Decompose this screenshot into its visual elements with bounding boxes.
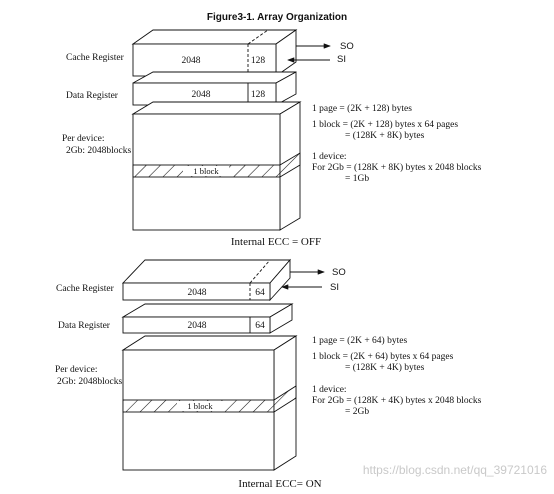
note-device-total: = 1Gb <box>345 174 369 184</box>
so-label: SO <box>332 267 346 278</box>
si-label: SI <box>330 282 339 293</box>
note-device-calc: For 2Gb = (128K + 8K) bytes x 2048 block… <box>312 162 482 173</box>
data-register-label: Data Register <box>66 91 119 101</box>
per-device-label: Per device: <box>62 134 104 144</box>
note-device-heading: 1 device: <box>312 385 347 395</box>
data-register-block: 2048 128 <box>132 71 297 106</box>
note-device-total: = 2Gb <box>345 407 369 417</box>
note-device-heading: 1 device: <box>312 152 347 162</box>
cache-spare-size: 64 <box>255 288 265 298</box>
cache-register-block: 2048 128 <box>131 29 298 77</box>
data-main-size: 2048 <box>188 321 207 331</box>
note-page: 1 page = (2K + 64) bytes <box>312 335 407 346</box>
data-register-label: Data Register <box>58 321 111 331</box>
so-label: SO <box>340 41 354 52</box>
figure-title: Figure3-1. Array Organization <box>207 12 347 23</box>
cache-main-size: 2048 <box>188 288 207 298</box>
data-spare-size: 128 <box>251 90 266 100</box>
cache-main-size: 2048 <box>182 56 201 66</box>
data-spare-size: 64 <box>255 321 265 331</box>
cache-register-label: Cache Register <box>66 53 125 63</box>
block-label: 1 block <box>193 166 219 176</box>
caption-ecc-on: Internal ECC= ON <box>238 478 321 490</box>
note-block-total: = (128K + 8K) bytes <box>345 130 425 141</box>
note-block: 1 block = (2K + 64) bytes x 64 pages <box>312 351 454 362</box>
block-label: 1 block <box>187 401 213 411</box>
data-register-block: 2048 64 <box>121 303 294 334</box>
note-block-total: = (128K + 4K) bytes <box>345 362 425 373</box>
per-device-blocks: 2Gb: 2048blocks <box>57 377 122 387</box>
watermark-text: https://blog.csdn.net/qq_39721016 <box>363 463 547 477</box>
diagram-ecc-off: 2048 128 Cache Register SO SI 2048 128 D… <box>62 29 482 248</box>
note-page: 1 page = (2K + 128) bytes <box>312 103 412 114</box>
per-device-blocks: 2Gb: 2048blocks <box>66 146 131 156</box>
note-block: 1 block = (2K + 128) bytes x 64 pages <box>312 119 458 130</box>
si-label: SI <box>337 54 346 65</box>
cache-register-label: Cache Register <box>56 284 115 294</box>
per-device-label: Per device: <box>55 365 97 375</box>
cache-register-block: 2048 64 <box>121 258 291 302</box>
note-device-calc: For 2Gb = (128K + 4K) bytes x 2048 block… <box>312 395 482 406</box>
device-array-block: 1 block <box>121 335 298 471</box>
device-array-block: 1 block <box>131 101 302 231</box>
cache-spare-size: 128 <box>251 56 266 66</box>
diagram-ecc-on: 2048 64 Cache Register SO SI 2048 64 Dat… <box>55 258 482 490</box>
data-main-size: 2048 <box>192 90 211 100</box>
caption-ecc-off: Internal ECC = OFF <box>231 236 321 248</box>
